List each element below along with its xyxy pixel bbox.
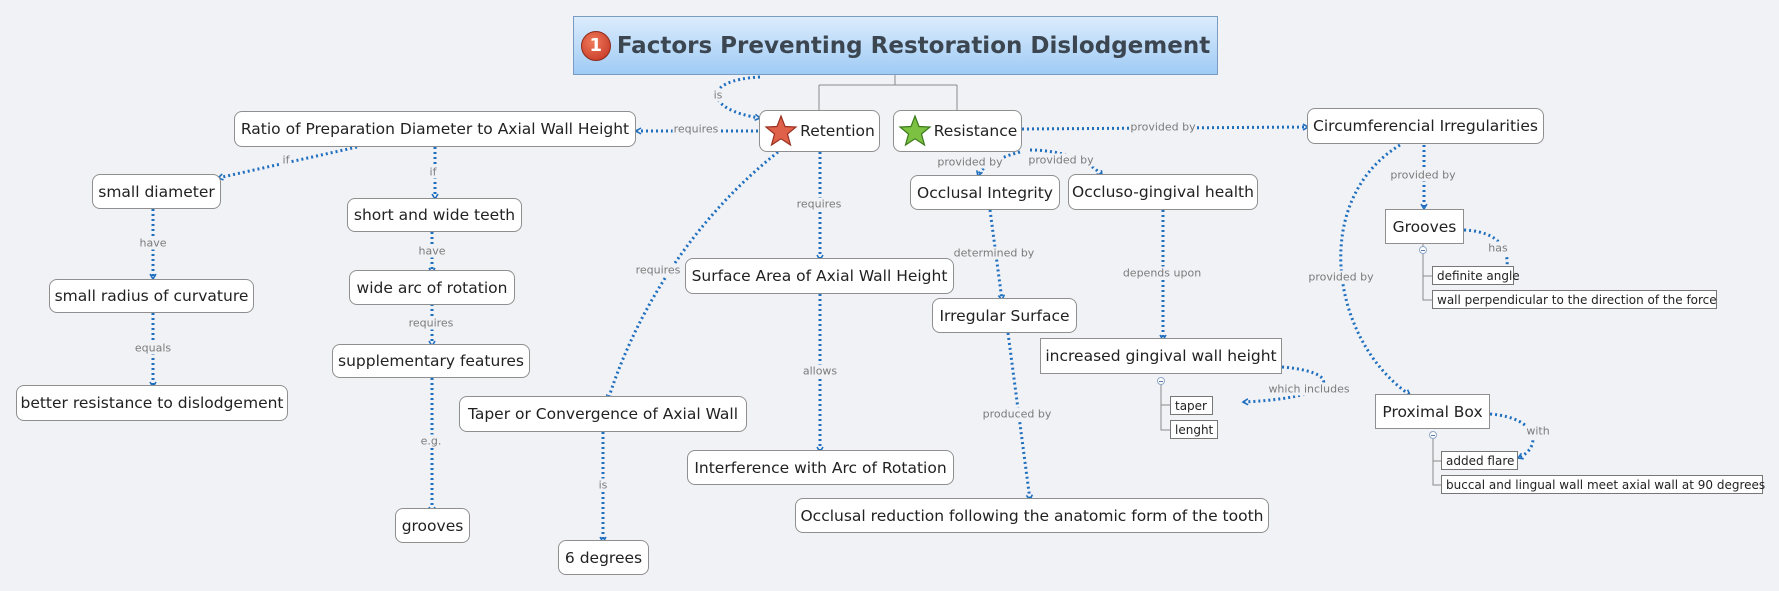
label-provided-by: provided by [936,155,1004,169]
node-better-resistance[interactable]: better resistance to dislodgement [16,385,288,421]
node-wall-perpendicular[interactable]: wall perpendicular to the direction of t… [1432,290,1717,309]
node-surface-area[interactable]: Surface Area of Axial Wall Height [685,258,954,294]
node-six-degrees[interactable]: 6 degrees [558,540,649,575]
link-produced-by [1006,332,1034,502]
label-with: with [1525,424,1551,438]
label-is: is [597,478,609,492]
node-grooves[interactable]: Grooves [1385,209,1464,244]
label-requires: requires [672,122,720,136]
label-have: have [417,244,447,258]
node-taper-convergence[interactable]: Taper or Convergence of Axial Wall [459,396,747,432]
node-added-flare[interactable]: added flare [1441,451,1518,470]
label-requires: requires [407,316,455,330]
node-occluso-gingival[interactable]: Occluso-gingival health [1068,174,1258,210]
label-is: is [712,88,724,102]
node-resistance[interactable]: Resistance [893,110,1022,152]
node-short-wide-teeth[interactable]: short and wide teeth [347,198,522,232]
node-gingival-wall[interactable]: increased gingival wall height [1040,338,1282,374]
collapse-toggle-icon[interactable] [1419,246,1427,254]
label-has: has [1487,241,1509,255]
node-occlusal-integrity[interactable]: Occlusal Integrity [910,175,1060,210]
node-irregular-surface[interactable]: Irregular Surface [932,298,1077,333]
node-small-diameter[interactable]: small diameter [92,174,221,209]
label-eg: e.g. [419,434,443,448]
node-retention[interactable]: Retention [759,110,880,152]
label-if: if [428,165,438,179]
link-with [1489,412,1535,460]
node-interference[interactable]: Interference with Arc of Rotation [687,450,954,485]
label-have: have [138,236,168,250]
link-requires-taper [605,150,779,402]
label-depends-upon: depends upon [1121,266,1203,280]
central-topic-label: Factors Preventing Restoration Dislodgem… [616,32,1211,59]
node-ratio[interactable]: Ratio of Preparation Diameter to Axial W… [234,111,636,147]
node-resistance-label: Resistance [933,122,1018,140]
red-star-icon [764,114,798,147]
node-wide-arc[interactable]: wide arc of rotation [349,270,515,305]
node-buccal-lingual[interactable]: buccal and lingual wall meet axial wall … [1441,475,1765,494]
label-provided-by: provided by [1389,168,1457,182]
label-provided-by: provided by [1027,153,1095,167]
label-produced-by: produced by [981,407,1053,421]
node-definite-angle[interactable]: definite angle [1432,266,1520,285]
collapse-toggle-icon[interactable] [1429,431,1437,439]
node-retention-label: Retention [800,122,875,140]
green-star-icon [898,114,932,147]
node-small-radius[interactable]: small radius of curvature [49,279,254,313]
label-equals: equals [133,341,173,355]
node-circumferencial[interactable]: Circumferencial Irregularities [1307,108,1544,144]
label-determined-by: determined by [952,246,1036,260]
collapse-toggle-icon[interactable] [1157,377,1165,385]
node-grooves-eg[interactable]: grooves [395,508,470,543]
node-occlusal-reduction[interactable]: Occlusal reduction following the anatomi… [795,498,1269,533]
node-proximal-box[interactable]: Proximal Box [1375,394,1490,429]
label-provided-by: provided by [1307,270,1375,284]
link-provided-box [1339,143,1412,397]
label-if: if [281,153,291,167]
label-requires: requires [795,197,843,211]
link-which-includes [1241,365,1326,406]
label-allows: allows [801,364,839,378]
central-topic[interactable]: 1 Factors Preventing Restoration Dislodg… [573,16,1218,75]
node-lenght[interactable]: lenght [1170,420,1218,439]
label-which-includes: which includes [1267,382,1351,396]
label-requires: requires [634,263,682,277]
priority-1-icon: 1 [580,30,611,61]
node-taper[interactable]: taper [1170,396,1213,415]
node-supplementary[interactable]: supplementary features [332,344,530,378]
label-provided-by: provided by [1129,120,1197,134]
